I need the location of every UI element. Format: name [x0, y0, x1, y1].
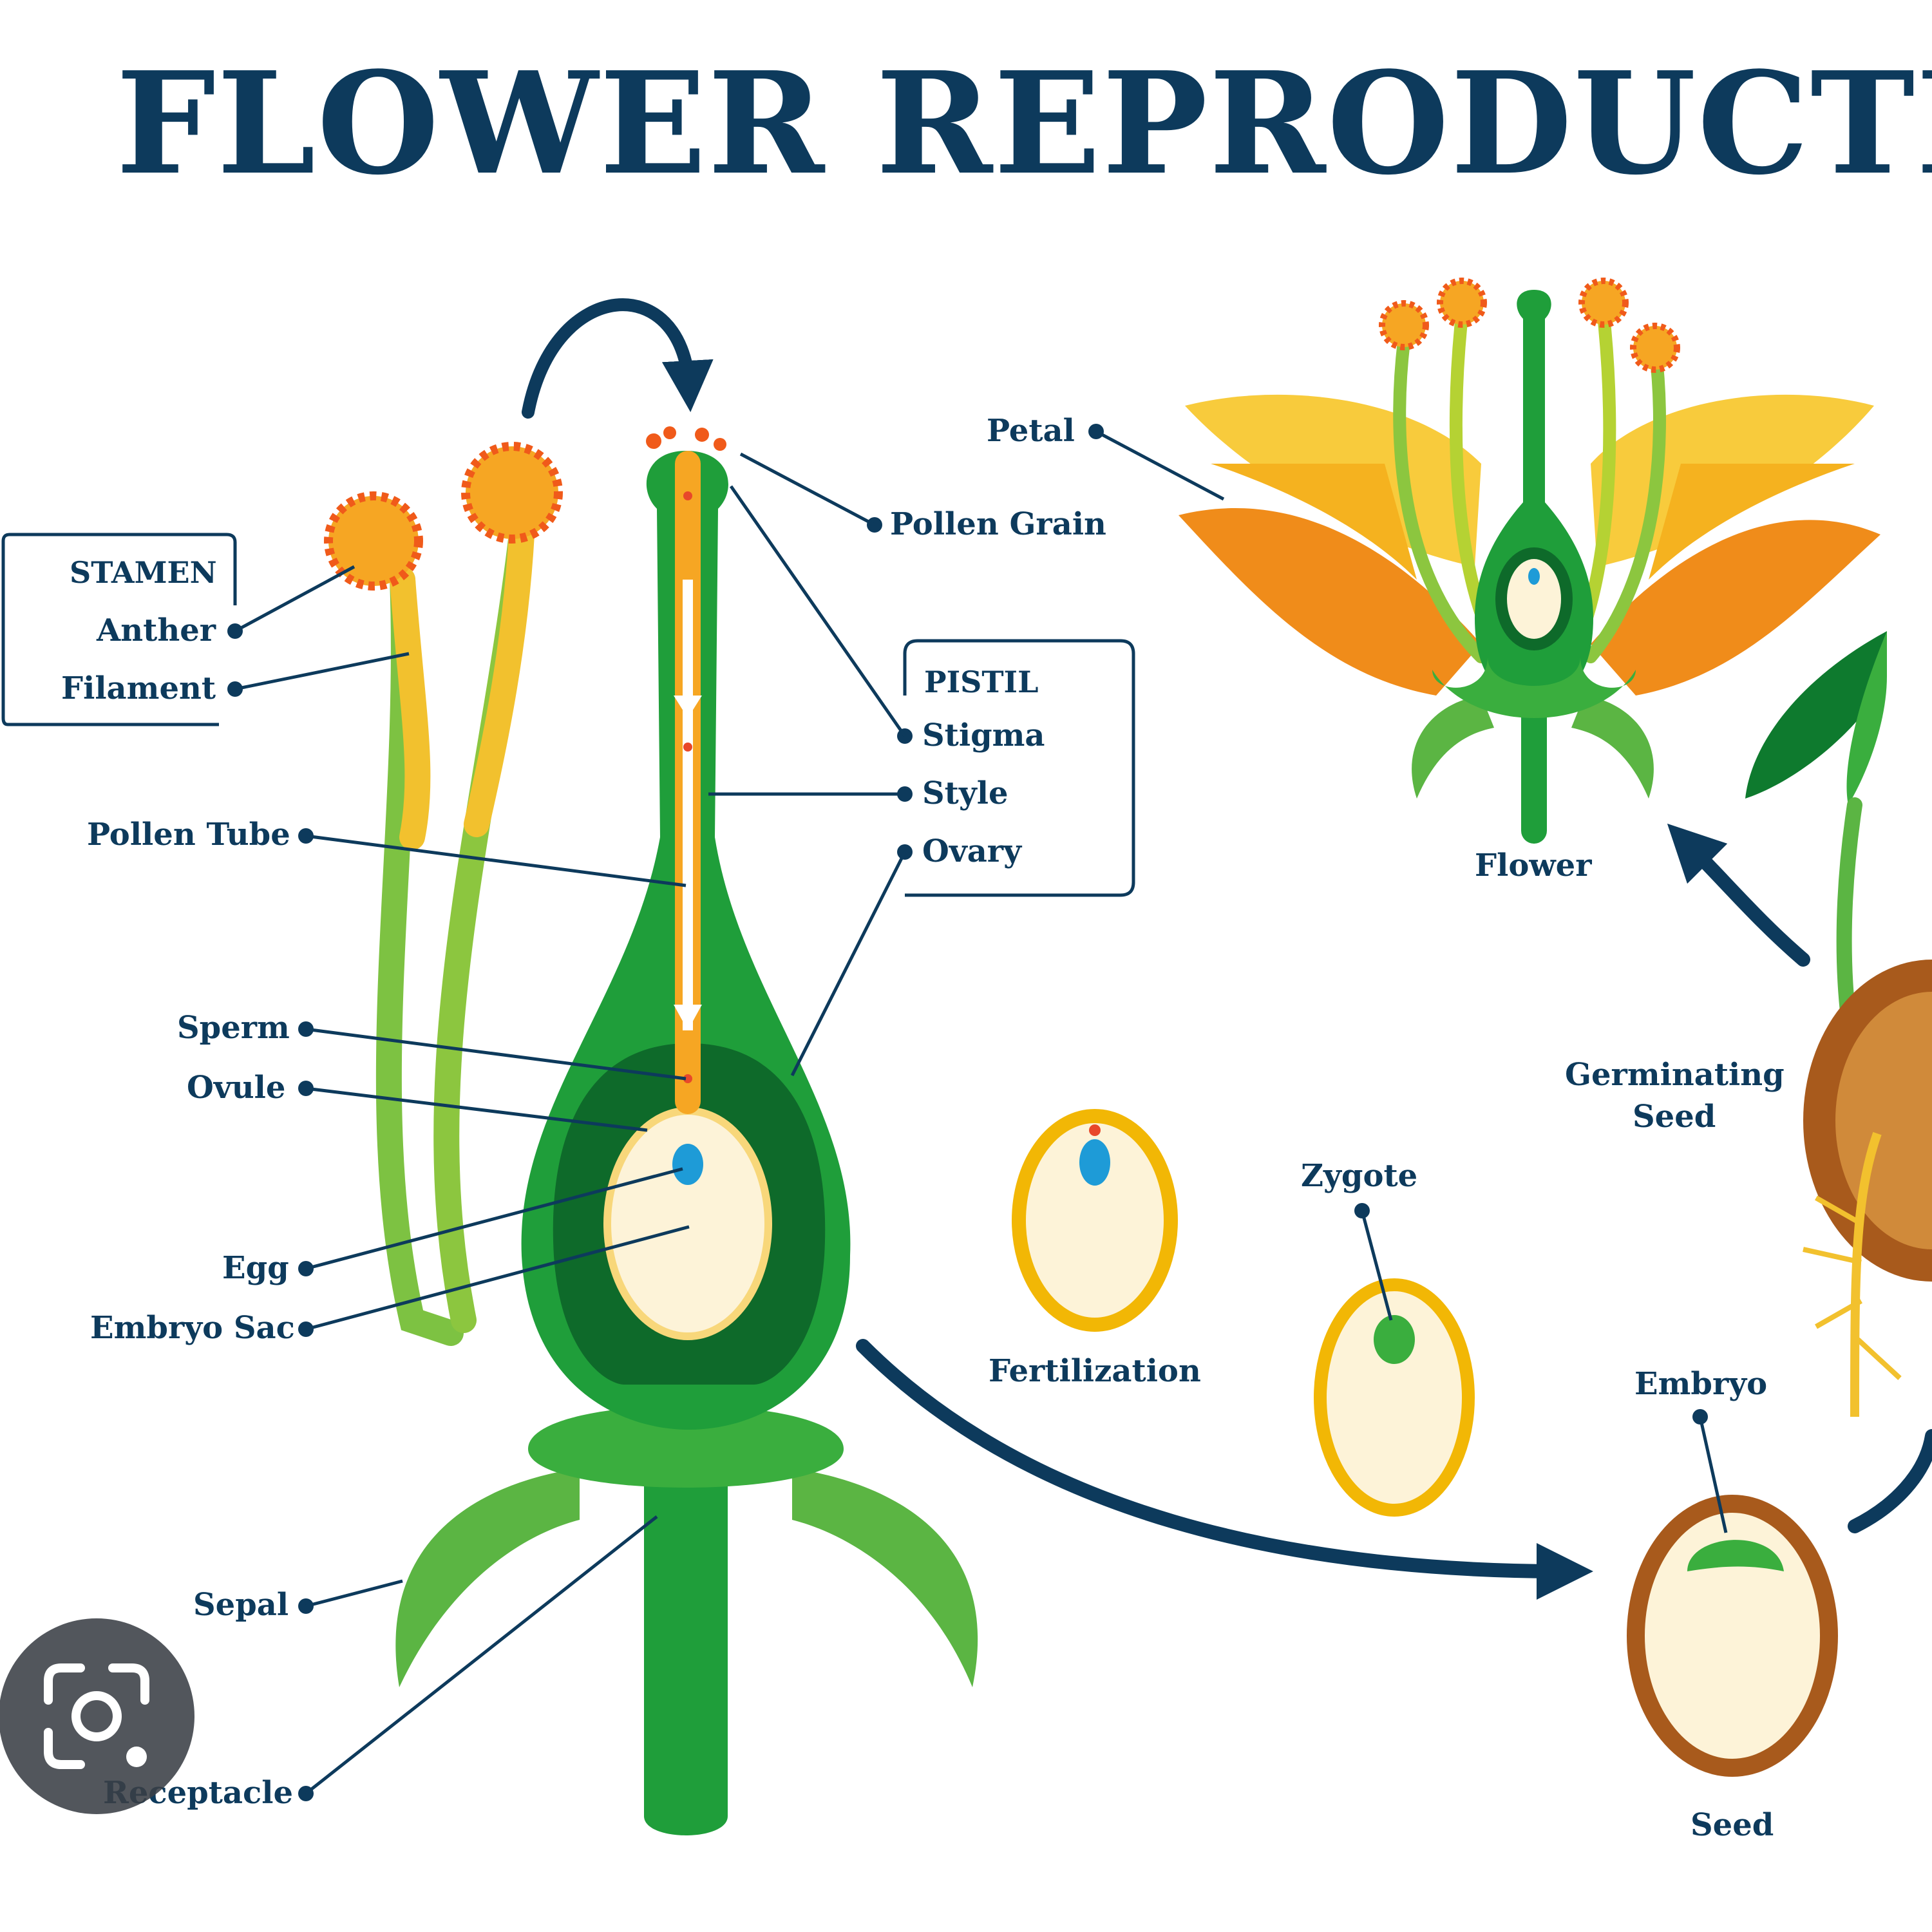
stigma-label: Stigma: [922, 717, 1045, 753]
anther-label: Anther: [96, 612, 216, 649]
anther-left: [324, 491, 423, 591]
zygote-stage: [1314, 1278, 1475, 1517]
ovary-label: Ovary: [922, 833, 1023, 869]
style-label: Style: [922, 775, 1009, 811]
seed-label: Seed: [1690, 1807, 1774, 1843]
filament-label: Filament: [61, 670, 216, 706]
zygote-label: Zygote: [1301, 1158, 1417, 1194]
seed-to-germination-arrow: [1848, 1429, 1932, 1533]
receptacle: [528, 1405, 844, 1488]
left-labels: Anther Filament Pollen Tube Sperm Ovule …: [61, 565, 690, 1811]
pollination-arrow: [522, 298, 714, 419]
flower-to-seed-arrow: [856, 1339, 1593, 1600]
mature-flower: [1179, 278, 1880, 844]
flower-label: Flower: [1475, 848, 1592, 884]
pistil-box: [903, 639, 1135, 897]
stamen-box: [1, 533, 237, 726]
germinating-seed-label-line2: Seed: [1633, 1099, 1716, 1135]
sepal-label: Sepal: [193, 1587, 289, 1623]
sperm: [683, 1074, 692, 1083]
sepal-right: [792, 1468, 978, 1687]
camera-search-icon[interactable]: [0, 1618, 194, 1814]
embryo-label: Embryo: [1634, 1366, 1767, 1402]
fertilization-label: Fertilization: [989, 1353, 1201, 1389]
pistil-label: PISTIL: [924, 665, 1038, 699]
egg: [672, 1144, 703, 1185]
embryo-sac-label: Embryo Sac: [90, 1310, 295, 1346]
pollen-grain-label: Pollen Grain: [890, 506, 1106, 542]
fertilization-stage: [1012, 1109, 1178, 1332]
page-title: FLOWER REPRODUCTION: [116, 41, 1932, 206]
flower-cross-section: [324, 298, 978, 1835]
petal-label: Petal: [987, 413, 1075, 449]
anther-right: [461, 442, 563, 544]
sperm-label: Sperm: [177, 1010, 290, 1046]
pistil-labels: Pollen Grain Stigma Style Ovary: [708, 452, 1106, 1077]
sepal-left: [395, 1468, 580, 1687]
stamen-label: STAMEN: [70, 555, 217, 590]
seed-stage: [1627, 1495, 1838, 1777]
pollen-tube-label: Pollen Tube: [87, 817, 290, 853]
egg-label: Egg: [222, 1250, 289, 1286]
ovule-label: Ovule: [187, 1070, 285, 1106]
germinating-seed: [1745, 631, 1932, 1417]
germination-to-flower-arrow: [1667, 823, 1810, 967]
stem: [644, 1455, 728, 1835]
germinating-seed-label-line1: Germinating: [1565, 1057, 1785, 1093]
